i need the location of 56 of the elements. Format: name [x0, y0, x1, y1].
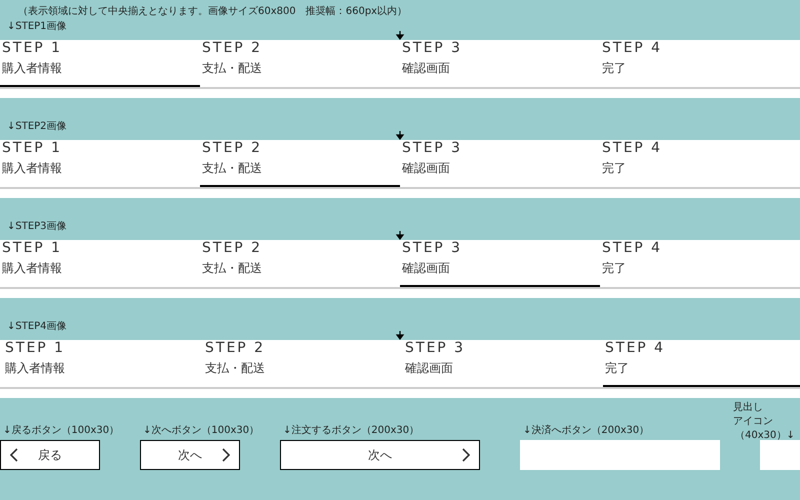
placeholder-box	[520, 440, 720, 470]
step-title: 支払・配送	[202, 61, 262, 75]
annotation-label: ↓STEP4画像	[7, 321, 67, 333]
step-number: STEP 1	[2, 140, 62, 156]
step-number: STEP 2	[202, 140, 262, 156]
button-label: 次へ	[178, 446, 202, 464]
annotation-label: 見出し	[733, 402, 763, 414]
button-label: 戻る	[38, 446, 62, 464]
step-title: 購入者情報	[5, 361, 65, 375]
step-title: 確認画面	[402, 161, 450, 175]
step-number: STEP 1	[5, 340, 66, 356]
step-indicator	[400, 240, 600, 287]
placeholder-box	[760, 440, 800, 470]
annotation-label: アイコン	[733, 416, 773, 428]
annotation-label: ↓STEP3画像	[7, 221, 67, 233]
step-title: 支払・配送	[205, 361, 265, 375]
button-label: 次へ	[368, 446, 392, 464]
annotation-label: ↓決済へボタン（200x30）	[523, 425, 650, 437]
button	[140, 440, 240, 470]
annotation-label: ↓STEP2画像	[7, 121, 67, 133]
step-title: 支払・配送	[202, 261, 262, 275]
step-title: 完了	[605, 361, 629, 375]
step-number: STEP 4	[605, 340, 666, 356]
annotation-label: （40x30）↓	[735, 430, 795, 442]
annotation-label: ↓戻るボタン（100x30）	[3, 425, 120, 437]
step-number: STEP 1	[2, 240, 62, 256]
step-title: 確認画面	[402, 261, 450, 275]
annotation-label: ↓次へボタン（100x30）	[143, 425, 260, 437]
step-title: 支払・配送	[202, 161, 262, 175]
step-title: 確認画面	[405, 361, 453, 375]
note-text: （表示領域に対して中央揃えとなります。画像サイズ60x800 推奨幅：660px以内）	[18, 6, 408, 18]
step-title: 購入者情報	[2, 261, 62, 275]
step-number: STEP 4	[602, 40, 662, 56]
step-number: STEP 2	[202, 240, 262, 256]
step-number: STEP 1	[2, 40, 62, 56]
step-indicator	[200, 140, 400, 187]
step-number: STEP 4	[602, 140, 662, 156]
step-indicator	[0, 40, 200, 87]
step-title: 完了	[602, 161, 626, 175]
step-title: 完了	[602, 261, 626, 275]
step-title: 購入者情報	[2, 161, 62, 175]
step-number: STEP 3	[402, 140, 462, 156]
annotation-label: ↓注文するボタン（200x30）	[283, 425, 420, 437]
step-indicator	[603, 340, 800, 387]
step-title: 完了	[602, 61, 626, 75]
step-title: 購入者情報	[2, 61, 62, 75]
step-number: STEP 2	[202, 40, 262, 56]
annotation-label: ↓STEP1画像	[7, 21, 67, 33]
step-number: STEP 3	[405, 340, 466, 356]
button	[280, 440, 480, 470]
step-number: STEP 3	[402, 40, 462, 56]
button	[0, 440, 100, 470]
step-number: STEP 3	[402, 240, 462, 256]
step-number: STEP 4	[602, 240, 662, 256]
step-number: STEP 2	[205, 340, 266, 356]
step-title: 確認画面	[402, 61, 450, 75]
